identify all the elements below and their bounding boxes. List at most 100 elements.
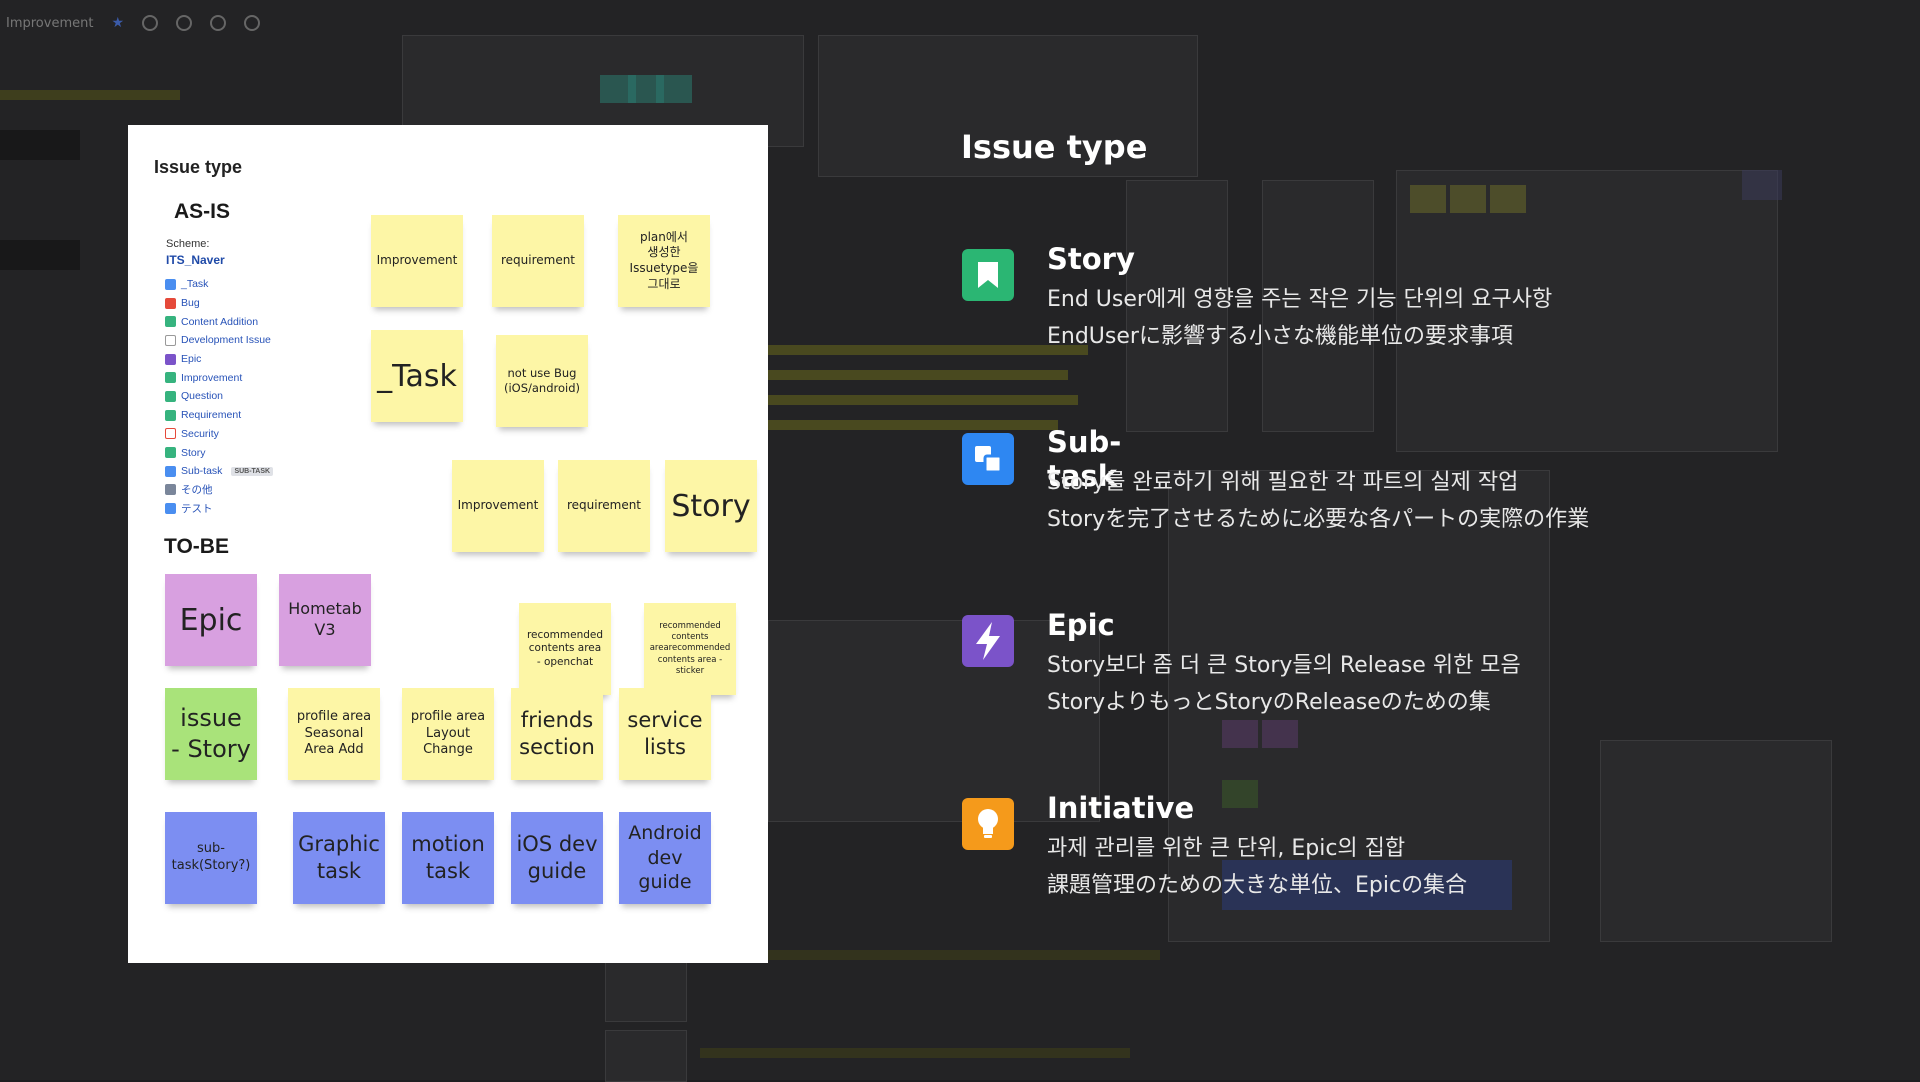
gear-icon[interactable] (142, 15, 159, 31)
page-title: Issue type (961, 128, 1148, 166)
bg-note (1742, 170, 1782, 200)
bg-note (656, 75, 692, 103)
bg-note (1490, 185, 1526, 213)
issue-type-name: Initiative (1047, 791, 1195, 825)
bg-bar (740, 950, 1160, 960)
bg-note (1262, 720, 1298, 748)
bg-bar (700, 1048, 1130, 1058)
issue-type-desc-ja: StoryよりもっとStoryのReleaseのための集 (1047, 690, 1491, 715)
issue-type-item: Security (165, 425, 273, 444)
issue-type-item: Question (165, 387, 273, 406)
sticky-note: Hometab V3 (279, 574, 371, 666)
bg-panel (1126, 180, 1228, 432)
story-icon (165, 447, 176, 459)
bg-bar (0, 90, 180, 100)
sticky-note: Android dev guide (619, 812, 711, 904)
sticky-note: _Task (371, 330, 463, 422)
sticky-note: service lists (619, 688, 711, 780)
subtask-icon (165, 465, 176, 477)
board-toolbar: Improvement ★ (0, 0, 261, 46)
bg-panel (818, 35, 1198, 177)
improvement-icon (165, 372, 176, 384)
subtask-badge: SUB-TASK (231, 466, 274, 476)
sticky-note: friends section (511, 688, 603, 780)
issue-type-item: Content Addition (165, 312, 273, 331)
issue-type-item: Improvement (165, 368, 273, 387)
bg-note (0, 130, 80, 160)
bg-note (1222, 720, 1258, 748)
sticky-note: requirement (492, 215, 584, 307)
other-icon (165, 484, 176, 496)
tobe-title: TO-BE (164, 535, 229, 558)
issue-type-desc-ja: Storyを完了させるために必要な各パートの実際の作業 (1047, 507, 1590, 532)
issue-type-desc-ko: End User에게 영향을 주는 작은 기능 단위의 요구사항 (1047, 287, 1553, 312)
epic-icon (165, 353, 176, 365)
search-icon[interactable] (244, 15, 261, 31)
bg-note (1450, 185, 1486, 213)
sticky-note: plan에서 생성한 Issuetype을 그대로 (618, 215, 710, 307)
issue-type-item: その他 (165, 481, 273, 500)
bg-note (1222, 860, 1512, 910)
sticky-note: Epic (165, 574, 257, 666)
board-name[interactable]: Improvement (6, 15, 94, 31)
issue-type-item: テスト (165, 499, 273, 518)
bg-note (1222, 780, 1258, 808)
star-icon[interactable]: ★ (111, 15, 125, 31)
bookmark-icon (962, 249, 1014, 301)
bg-note (0, 240, 80, 270)
sticky-note: recommended contents area - openchat (519, 603, 611, 695)
issue-type-item: Epic (165, 350, 273, 369)
sticky-note: Graphic task (293, 812, 385, 904)
content-icon (165, 316, 176, 328)
bg-panel (605, 960, 687, 1022)
bg-bar (768, 370, 1068, 380)
card-title: Issue type (154, 157, 243, 177)
scheme-label: Scheme: (166, 238, 210, 250)
bg-panel (605, 1030, 687, 1082)
sticky-note: sub- task(Story?) (165, 812, 257, 904)
sticky-note: Story (665, 460, 757, 552)
issue-type-item: Requirement (165, 406, 273, 425)
issue-type-name: Sub-task (1047, 425, 1122, 493)
bg-bar (768, 395, 1078, 405)
lightning-icon (962, 615, 1014, 667)
task-icon (165, 278, 176, 290)
bg-panel (1262, 180, 1374, 432)
bg-note (1410, 185, 1446, 213)
issue-type-list: _Task Bug Content Addition Development I… (165, 275, 274, 518)
question-icon (165, 390, 176, 402)
share-icon[interactable] (210, 15, 227, 31)
sticky-note: motion task (402, 812, 494, 904)
sticky-note: iOS dev guide (511, 812, 603, 904)
issue-type-desc-ja: 課題管理のための大きな単位、Epicの集合 (1047, 873, 1468, 898)
subtask-icon (962, 433, 1014, 485)
sticky-note: recommended contents arearecommended con… (644, 603, 736, 695)
bg-panel (768, 620, 1100, 822)
issue-type-item: Bug (165, 294, 273, 313)
test-icon (165, 503, 176, 515)
bg-panel (1396, 170, 1778, 452)
issue-type-item: _Task (165, 275, 273, 294)
sticky-note: not use Bug (iOS/android) (496, 335, 588, 427)
bg-bar (768, 345, 1088, 355)
lightbulb-icon (962, 798, 1014, 850)
issue-type-desc-ja: EndUserに影響する小さな機能単位の要求事項 (1047, 324, 1513, 349)
issue-type-desc-ko: Story보다 좀 더 큰 Story들의 Release 위한 모음 (1047, 653, 1521, 678)
bg-panel (1600, 740, 1832, 942)
issue-type-name: Epic (1047, 608, 1115, 642)
sticky-note: profile area Layout Change (402, 688, 494, 780)
bell-icon[interactable] (176, 15, 193, 31)
scheme-name: ITS_Naver (166, 253, 225, 267)
sticky-note: Improvement (371, 215, 463, 307)
security-icon (165, 428, 176, 440)
bug-icon (165, 297, 176, 309)
requirement-icon (165, 409, 176, 421)
sticky-note: Improvement (452, 460, 544, 552)
bg-bar (768, 420, 1058, 430)
issue-type-item: Story (165, 443, 273, 462)
checkbox-icon (165, 334, 176, 346)
sticky-note: issue - Story (165, 688, 257, 780)
issue-type-item: Development Issue (165, 331, 273, 350)
sticky-note: requirement (558, 460, 650, 552)
